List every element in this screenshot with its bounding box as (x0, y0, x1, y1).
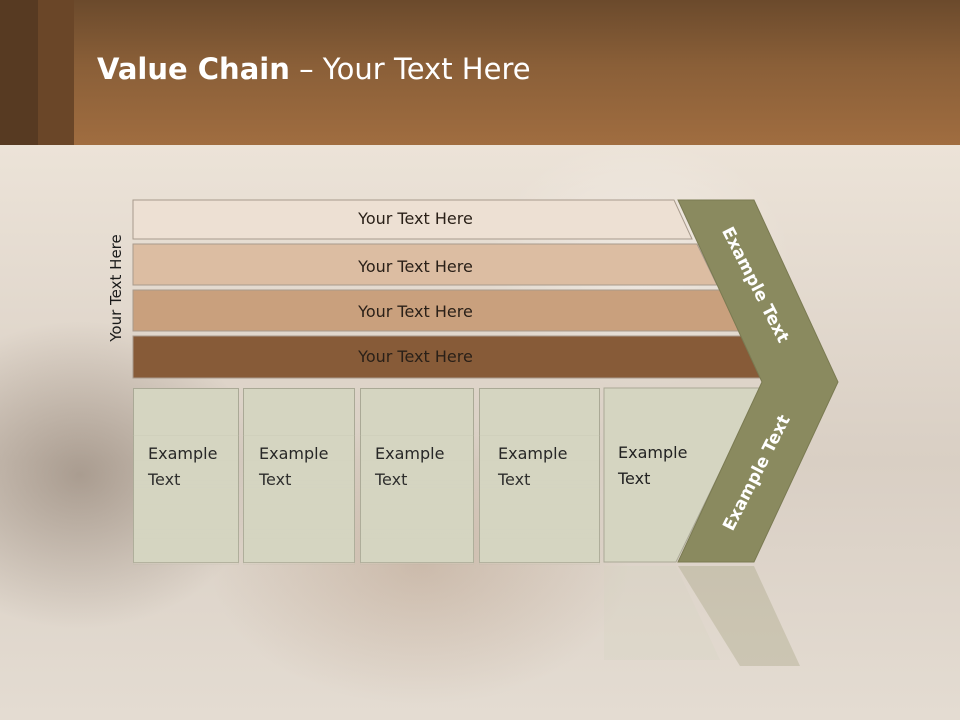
box-1-reflection (133, 435, 239, 565)
box-3-line1: Example (375, 444, 445, 463)
bar-1-shape[interactable] (132, 199, 693, 240)
bar-1-label: Your Text Here (358, 209, 473, 228)
bar-2-label: Your Text Here (358, 257, 473, 276)
title-bold: Value Chain (97, 52, 290, 86)
box-1-line1: Example (148, 444, 218, 463)
box-2-line1: Example (259, 444, 329, 463)
chevron-shape[interactable] (677, 199, 839, 563)
box-3-reflection (360, 435, 474, 565)
box-2[interactable]: Example Text (243, 388, 355, 563)
slide-title: Value Chain – Your Text Here (97, 52, 531, 86)
box-4-line2: Text (498, 470, 531, 489)
box-4-line1: Example (498, 444, 568, 463)
chevron-reflection (678, 566, 800, 666)
box-5-shape[interactable] (603, 387, 762, 563)
box-5-line1: Example (618, 443, 688, 462)
box-3-line2: Text (375, 470, 408, 489)
box-5-reflection (604, 566, 720, 660)
bar-3-label: Your Text Here (358, 302, 473, 321)
box-2-line2: Text (259, 470, 292, 489)
box-1[interactable]: Example Text (133, 388, 239, 563)
header-band (0, 0, 960, 145)
bar-4-label: Your Text Here (358, 347, 473, 366)
box-2-reflection (243, 435, 355, 565)
title-rest: – Your Text Here (289, 52, 531, 86)
box-1-line2: Text (148, 470, 181, 489)
box-4[interactable]: Example Text (479, 388, 600, 563)
box-4-reflection (479, 435, 600, 565)
box-3[interactable]: Example Text (360, 388, 474, 563)
box-5-text: Example Text (618, 440, 687, 492)
box-5-line2: Text (618, 469, 651, 488)
